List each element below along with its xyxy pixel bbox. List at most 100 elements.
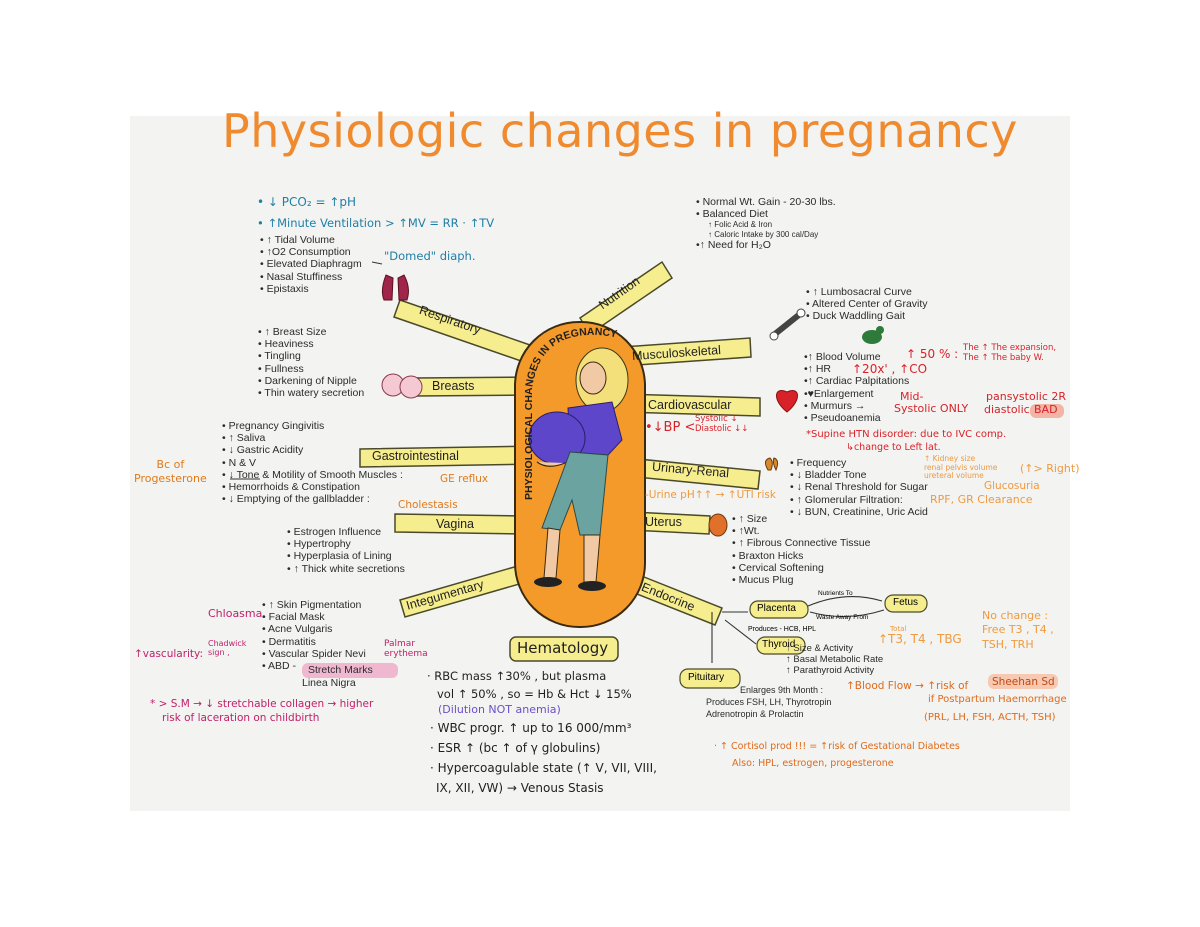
- endo-waste: Waste Away From: [816, 614, 869, 621]
- endo-arrow-3: [724, 619, 757, 645]
- integ-chadwick-line: Chadwick: [208, 639, 247, 648]
- resp-item: • ↑O2 Consumption: [260, 246, 351, 259]
- cardio-supine2: ↳change to Left lat.: [846, 442, 941, 453]
- label-breasts: Breasts: [432, 379, 475, 393]
- endo-no-change-line: Free T3 , T4 ,: [982, 623, 1054, 637]
- duck-icon: [862, 326, 884, 344]
- endo-hormones: (PRL, LH, FSH, ACTH, TSH): [924, 712, 1056, 723]
- bone-icon: [769, 308, 806, 341]
- resp-item: • Nasal Stuffiness: [260, 270, 343, 283]
- endo-pit-line1: Enlarges 9th Month :: [740, 685, 824, 695]
- placenta-fetus-arrow-1: [807, 596, 883, 607]
- cardio-item: •♥Enlargement: [804, 387, 874, 400]
- gi-item: • ↑ Saliva: [222, 432, 266, 445]
- nutrition-item: • Normal Wt. Gain - 20-30 lbs.: [696, 196, 836, 208]
- endo-thyroid-list: ↑ Size & Activity ↑ Basal Metabolic Rate…: [786, 643, 883, 676]
- endo-t3: ↑T3, T4 , TBG: [878, 632, 962, 646]
- label-gastrointestinal: Gastrointestinal: [372, 449, 459, 463]
- nutrition-list: • Normal Wt. Gain - 20-30 lbs. • Balance…: [696, 196, 836, 251]
- urinary-kidney-note-line: ureteral volume: [924, 471, 984, 481]
- thyroid-box: [756, 636, 806, 655]
- resp-item: • ↑ Tidal Volume: [260, 234, 335, 246]
- urinary-item: • Frequency: [790, 457, 847, 469]
- breast-item: • Darkening of Nipple: [258, 374, 357, 387]
- gi-cholestasis: Cholestasis: [398, 499, 458, 511]
- breast-item: • ↑ Breast Size: [258, 326, 327, 338]
- gi-item: • Pregnancy Gingivitis: [222, 420, 325, 432]
- cardio-bp: •↓BP <: [645, 420, 696, 435]
- integ-linea-nigra: Linea Nigra: [302, 677, 356, 689]
- breasts-icon: [381, 373, 423, 399]
- cardio-diastolic: diastolic: [984, 403, 1030, 416]
- gi-item: • ↓ Emptying of the gallbladder :: [222, 493, 370, 506]
- integ-chadwick: Chadwick sign ,: [208, 639, 247, 658]
- cardio-item: •↑ HR: [804, 363, 832, 376]
- urinary-kidney-note-line: renal pelvis volume: [924, 462, 998, 472]
- uterus-item: • Cervical Softening: [732, 561, 824, 574]
- nutrition-sub: ↑ Caloric Intake by 300 cal/Day: [708, 229, 819, 239]
- cardio-bv-note: ↑ 50 % :: [906, 347, 959, 361]
- stretch-marks-highlight: [302, 663, 398, 678]
- thyroid-item: ↑ Basal Metabolic Rate: [786, 654, 884, 666]
- integ-palmar-line: erythema: [384, 648, 428, 659]
- resp-note-mv: • ↑Minute Ventilation > ↑MV = RR · ↑TV: [257, 216, 495, 230]
- msk-item: • Duck Waddling Gait: [806, 310, 905, 323]
- integ-sm-note-line: risk of laceration on childbirth: [162, 711, 320, 724]
- endo-pit-line3: Adrenotropin & Prolactin: [706, 709, 804, 719]
- endo-produces-placenta: Produces - HCB, HPL: [748, 626, 817, 633]
- breast-item: • Thin watery secretion: [258, 386, 365, 399]
- uterus-item: • ↑ Fibrous Connective Tissue: [732, 537, 871, 550]
- cardio-mid: Mid-: [900, 390, 924, 403]
- gi-bc-of-line: Bc of: [156, 458, 185, 471]
- endo-nutrients: Nutrients To: [818, 590, 853, 597]
- sheehan-highlight: [988, 674, 1058, 689]
- gi-item: • Hemorrhoids & Constipation: [222, 480, 360, 493]
- breast-item: • Heaviness: [258, 338, 314, 351]
- resp-item: • Epistaxis: [260, 282, 309, 295]
- uterus-item: • Braxton Hicks: [732, 549, 804, 562]
- endo-sheehan: Sheehan Sd: [992, 676, 1055, 688]
- vagina-item: • Estrogen Influence: [287, 526, 382, 538]
- cardio-systolic-only: Systolic ONLY: [894, 402, 969, 415]
- kidney-icon: [764, 457, 779, 472]
- integ-stretch-marks: Stretch Marks: [308, 664, 373, 676]
- endo-postpartum: if Postpartum Haemorrhage: [928, 694, 1067, 705]
- urinary-urine-note: -Urine pH↑↑ → ↑UTI risk: [645, 489, 776, 501]
- hematology-line: IX, XII, VW) → Venous Stasis: [436, 781, 604, 795]
- cardio-bv-note2-line: The ↑ The expansion,: [963, 343, 1057, 353]
- placenta-fetus-arrow-2: [809, 609, 885, 618]
- integ-item: • Acne Vulgaris: [262, 623, 333, 636]
- label-vagina: Vagina: [436, 517, 474, 531]
- pregnant-woman-figure: [528, 347, 629, 591]
- cardio-bv-note2-line: The ↑ The baby W.: [963, 353, 1044, 364]
- gi-item: • ↓ Gastric Acidity: [222, 444, 304, 457]
- integ-sm-note-line: * > S.M → ↓ stretchable collagen → highe…: [150, 698, 374, 710]
- uterus-item: • Mucus Plug: [732, 573, 794, 586]
- cardio-item: • Pseudoanemia: [804, 411, 881, 424]
- urinary-kidney-note-line: ↑ Kidney size: [924, 454, 976, 463]
- gi-item: • ↓ Tone & Motility of Smooth Muscles :: [222, 468, 403, 481]
- resp-item: • Elevated Diaphragm: [260, 258, 362, 271]
- uterus-list: • ↑ Size • ↑Wt. • ↑ Fibrous Connective T…: [732, 513, 870, 586]
- gi-list: • Pregnancy Gingivitis • ↑ Saliva • ↓ Ga…: [222, 420, 403, 505]
- cardio-item: •↑ Blood Volume: [804, 351, 881, 363]
- cardio-bv-note2: The ↑ The expansion, The ↑ The baby W.: [963, 343, 1056, 363]
- pituitary-box: [679, 668, 741, 689]
- integ-item: • Dermatitis: [262, 635, 316, 648]
- endo-thyroid: Thyroid: [762, 639, 796, 650]
- integ-item: • Vascular Spider Nevi: [262, 647, 366, 660]
- hematology-line: · Hypercoagulable state (↑ V, VII, VIII,: [430, 761, 657, 775]
- hematology-dilution: (Dilution NOT anemia): [438, 703, 561, 716]
- endo-cortisol: · ↑ Cortisol prod !!! = ↑risk of Gestati…: [714, 741, 960, 752]
- integ-item: • ABD -: [262, 659, 297, 672]
- thyroid-item: ↑ Size & Activity: [786, 643, 854, 654]
- urinary-item: • ↓ Renal Threshold for Sugar: [790, 481, 928, 494]
- msk-item: • ↑ Lumbosacral Curve: [806, 286, 912, 298]
- resp-note-pco2: • ↓ PCO₂ = ↑pH: [257, 195, 357, 209]
- cardio-bp-note-line: Systolic ↓: [695, 414, 738, 424]
- cardio-bp-note: Systolic ↓ Diastolic ↓↓: [695, 414, 748, 434]
- cardio-bp-note-line: Diastolic ↓↓: [695, 424, 749, 435]
- integ-palmar-line: Palmar: [384, 639, 416, 649]
- urinary-item: • ↑ Glomerular Filtration:: [790, 493, 903, 506]
- uterus-item: • ↑Wt.: [732, 525, 760, 538]
